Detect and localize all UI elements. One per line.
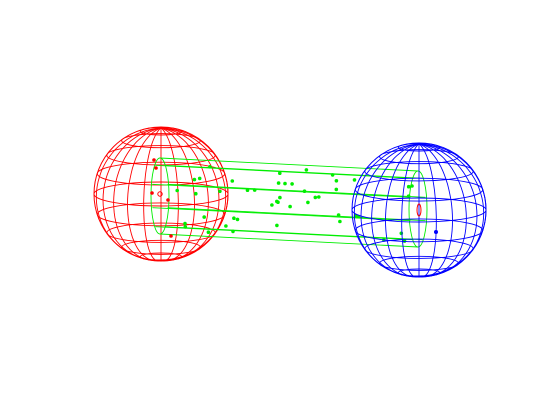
blue-sphere-longitude: [418, 143, 467, 277]
tube-line: [152, 183, 411, 198]
blue-sphere-longitude: [418, 143, 437, 278]
particle: [283, 181, 287, 186]
particle: [218, 189, 222, 194]
particle: [302, 189, 307, 193]
particle: [230, 179, 235, 183]
red-sphere-outline: [93, 126, 229, 262]
particle: [202, 215, 206, 219]
particle: [338, 219, 342, 224]
particle: [197, 176, 202, 181]
tube-line: [164, 226, 423, 241]
particle: [313, 195, 318, 200]
particle: [352, 178, 357, 182]
red-dot: [169, 234, 173, 238]
green-particles: [175, 165, 411, 243]
particle: [232, 216, 236, 220]
red-sphere-longitude: [127, 127, 162, 262]
particle: [306, 200, 310, 205]
tube-end-right: [408, 170, 428, 248]
red-sphere-longitude: [143, 127, 162, 262]
particle: [399, 231, 404, 236]
red-wireframe-sphere: [93, 126, 229, 262]
particle: [290, 182, 294, 186]
particle: [334, 187, 339, 192]
red-sphere-longitude: [160, 127, 220, 261]
blue-sphere-outline: [351, 142, 487, 278]
tube-line: [159, 157, 419, 172]
particle: [276, 181, 281, 185]
tube-line: [159, 233, 419, 248]
particle: [304, 168, 309, 172]
tube-line: [167, 183, 426, 198]
particle: [206, 230, 211, 234]
particle: [252, 188, 257, 192]
particle: [231, 229, 235, 234]
particle: [275, 199, 279, 204]
blue-sphere-longitude: [371, 143, 420, 277]
particle: [406, 194, 411, 198]
tube-line: [152, 207, 411, 222]
particle: [224, 224, 228, 228]
particle: [208, 165, 212, 169]
particle: [183, 221, 187, 226]
green-wireframe-cylinder: [150, 157, 428, 248]
red-ring-marker: [157, 191, 163, 197]
red-ring-right: [416, 203, 422, 217]
blue-sphere-longitude: [418, 143, 478, 277]
particle: [336, 213, 341, 217]
particle: [175, 188, 179, 193]
red-sphere-longitude: [160, 127, 179, 262]
particle: [275, 223, 279, 228]
particle: [278, 195, 282, 200]
particle: [330, 173, 335, 177]
red-sphere-longitude: [113, 127, 162, 261]
particle: [245, 188, 250, 192]
particle: [194, 191, 198, 196]
particle: [235, 217, 240, 222]
particle: [270, 203, 274, 207]
red-sphere-longitude: [160, 127, 195, 262]
red-sphere-longitude: [160, 127, 209, 261]
red-dot: [154, 166, 158, 170]
particle: [278, 171, 282, 175]
red-dot: [152, 158, 156, 162]
red-dot: [150, 191, 154, 195]
tube-end-left: [150, 157, 170, 235]
blue-wireframe-sphere: [351, 142, 487, 278]
tube-line: [155, 164, 414, 179]
particle: [183, 225, 188, 229]
sphere-markers: [150, 158, 438, 238]
particle: [406, 184, 411, 189]
particle: [288, 204, 292, 209]
blue-sphere-longitude: [385, 143, 420, 278]
particle: [317, 195, 321, 199]
tube-line: [164, 164, 423, 179]
blue-sphere-longitude: [401, 143, 420, 278]
green-dot-right: [410, 184, 414, 188]
particle: [192, 177, 197, 182]
blue-dot: [434, 230, 438, 234]
particle: [334, 179, 339, 183]
blue-sphere-longitude: [418, 143, 453, 278]
red-dot: [166, 198, 170, 202]
tube-line: [167, 207, 426, 222]
